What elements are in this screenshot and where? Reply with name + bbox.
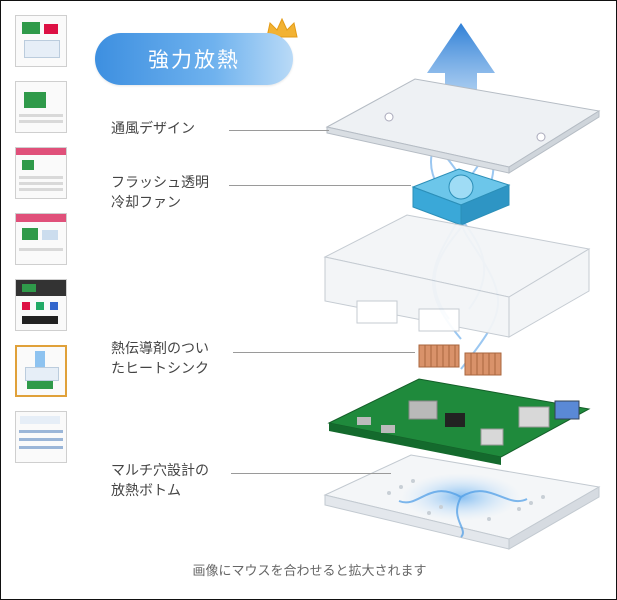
text-line-icon: [19, 176, 63, 179]
feature-badge: 強力放熱: [95, 33, 293, 85]
case-icon: [25, 367, 59, 381]
text-line-icon: [19, 182, 63, 185]
exploded-case-illustration: [323, 23, 601, 550]
airflow-icon: [35, 351, 45, 367]
thumbnail-5[interactable]: [15, 279, 67, 331]
main-product-image[interactable]: 強力放熱 通風デザイン フラッシュ透明 冷却ファン 熱伝導剤のつい たヒートシン…: [89, 9, 609, 569]
thumbnail-1[interactable]: [15, 15, 67, 67]
callout-leader-line: [233, 352, 415, 353]
callout-vent-design: 通風デザイン: [111, 121, 195, 137]
case-icon: [20, 416, 60, 424]
case-icon: [24, 40, 60, 58]
cooling-fan-icon: [411, 168, 511, 226]
raspberry-pi-board: [327, 378, 591, 465]
callout-fan-line2: 冷却ファン: [111, 195, 181, 211]
callout-heatsink-line1: 熱伝導剤のつい: [111, 341, 209, 357]
callout-leader-line: [229, 185, 411, 186]
upper-case-shell: [323, 214, 591, 338]
case-icon: [42, 230, 58, 240]
board-icon: [22, 228, 38, 240]
text-line-icon: [19, 120, 63, 123]
thumbnail-7[interactable]: [15, 411, 67, 463]
box-icon: [44, 24, 58, 34]
callout-leader-line: [231, 473, 391, 474]
board-icon: [24, 92, 46, 108]
header-band-icon: [16, 148, 66, 155]
crown-icon: [266, 17, 298, 38]
cable-icon: [22, 316, 58, 324]
zoom-hint-text: 画像にマウスを合わせると拡大されます: [192, 564, 427, 579]
text-line-icon: [19, 248, 63, 251]
text-line-icon: [19, 188, 63, 191]
callout-fan-line1: フラッシュ透明: [111, 175, 209, 191]
thumbnail-6-selected[interactable]: [15, 345, 67, 397]
board-icon: [22, 284, 36, 292]
thumbnail-4[interactable]: [15, 213, 67, 265]
port-icon: [22, 302, 30, 310]
callout-leader-line: [229, 130, 329, 131]
board-icon: [22, 22, 40, 34]
text-line-icon: [19, 114, 63, 117]
port-icon: [50, 302, 58, 310]
board-icon: [27, 381, 53, 389]
bottom-vent-plate: [323, 454, 601, 550]
header-band-icon: [16, 214, 66, 222]
thumbnail-3[interactable]: [15, 147, 67, 199]
heatsink-icon: [418, 344, 502, 376]
text-line-icon: [19, 430, 63, 433]
airflow-swirl-icon: [398, 490, 528, 538]
text-line-icon: [19, 446, 63, 449]
text-line-icon: [19, 438, 63, 441]
top-vent-plate: [325, 78, 601, 174]
callout-heatsink-line2: たヒートシンク: [111, 361, 209, 377]
board-icon: [22, 160, 34, 170]
callout-bottom-line2: 放熱ボトム: [111, 483, 181, 499]
thumbnail-2[interactable]: [15, 81, 67, 133]
callout-bottom-line1: マルチ穴設計の: [111, 463, 209, 479]
port-icon: [36, 302, 44, 310]
